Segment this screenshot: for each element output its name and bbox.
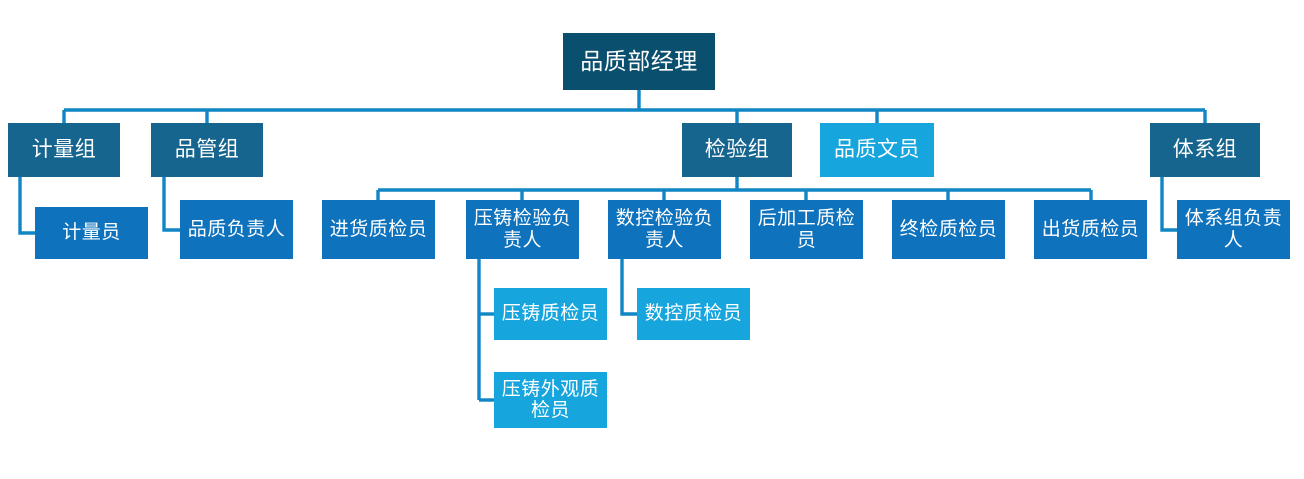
node-label-cnc-inspection-lead: 数控检验负责人 [615, 208, 714, 251]
node-outgoing-inspector[interactable]: 出货质检员 [1034, 200, 1147, 259]
connector-pinguan-to-owner [162, 177, 180, 232]
node-quality-clerk[interactable]: 品质文员 [820, 123, 934, 177]
node-quality-manager[interactable]: 品质部经理 [563, 33, 715, 90]
node-label-incoming-inspector: 进货质检员 [329, 218, 428, 240]
node-label-quality-manager: 品质部经理 [580, 48, 698, 74]
connector-jiliang-to-staff [18, 177, 35, 235]
node-system-group-owner[interactable]: 体系组负责人 [1177, 200, 1290, 259]
node-diecast-inspector[interactable]: 压铸质检员 [494, 288, 607, 340]
node-label-cnc-inspector: 数控质检员 [644, 303, 743, 325]
node-quality-owner[interactable]: 品质负责人 [180, 200, 293, 259]
node-diecast-inspection-lead[interactable]: 压铸检验负责人 [466, 200, 579, 259]
node-label-post-processing-inspector: 后加工质检员 [757, 208, 856, 251]
node-label-outgoing-inspector: 出货质检员 [1041, 218, 1140, 240]
node-incoming-inspector[interactable]: 进货质检员 [322, 200, 435, 259]
node-label-system-group: 体系组 [1172, 137, 1238, 162]
node-label-quality-clerk: 品质文员 [834, 137, 920, 162]
node-label-quality-owner: 品质负责人 [187, 218, 286, 240]
node-label-system-group-owner: 体系组负责人 [1184, 208, 1283, 251]
node-label-diecast-appearance-inspector: 压铸外观质检员 [501, 378, 600, 421]
node-final-inspector[interactable]: 终检质检员 [892, 200, 1005, 259]
node-label-diecast-inspection-lead: 压铸检验负责人 [473, 208, 572, 251]
node-diecast-appearance-inspector[interactable]: 压铸外观质检员 [494, 372, 607, 428]
node-label-metrology-group: 计量组 [31, 137, 97, 162]
node-metrology-staff[interactable]: 计量员 [35, 207, 148, 259]
node-inspection-group[interactable]: 检验组 [682, 123, 792, 177]
connector-shukong-to-qc [620, 259, 637, 316]
node-post-processing-inspector[interactable]: 后加工质检员 [750, 200, 863, 259]
node-quality-control-group[interactable]: 品管组 [151, 123, 263, 177]
node-label-quality-control-group: 品管组 [174, 137, 240, 162]
node-label-diecast-inspector: 压铸质检员 [501, 303, 600, 325]
node-label-final-inspector: 终检质检员 [899, 218, 998, 240]
connector-tixi-to-owner [1160, 177, 1177, 232]
node-label-metrology-staff: 计量员 [62, 222, 121, 244]
node-cnc-inspector[interactable]: 数控质检员 [637, 288, 750, 340]
node-label-inspection-group: 检验组 [704, 137, 770, 162]
node-system-group[interactable]: 体系组 [1150, 123, 1260, 177]
node-metrology-group[interactable]: 计量组 [8, 123, 120, 177]
node-cnc-inspection-lead[interactable]: 数控检验负责人 [608, 200, 721, 259]
